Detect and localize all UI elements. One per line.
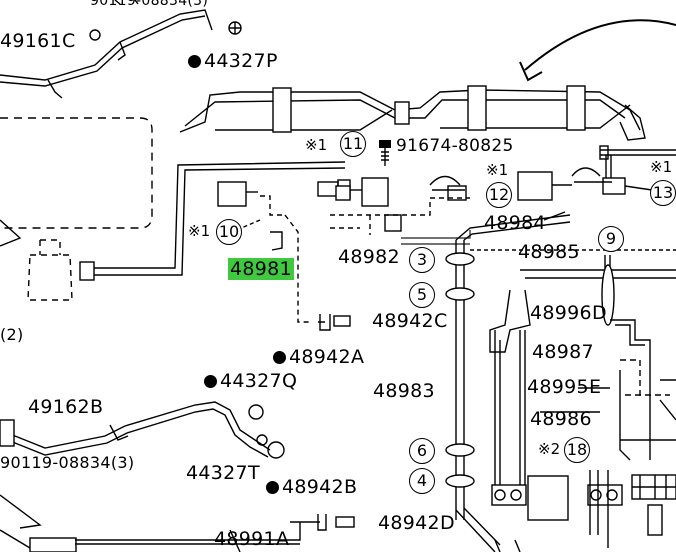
part-number-48987: 48987 (532, 341, 594, 363)
part-number-48996d: 48996D (530, 302, 607, 324)
ref-mark-2: ※1 (188, 222, 211, 240)
brake-hose-main (94, 161, 346, 276)
circled-number-10: 10 (216, 219, 242, 245)
part-number-44327q: 44327Q (204, 372, 297, 391)
fitting-symbol-3 (256, 434, 268, 446)
dot-icon (266, 481, 279, 494)
part-number-49162b: 49162B (28, 396, 104, 418)
bolt-icon (379, 140, 391, 166)
connector-12 (517, 171, 553, 201)
circled-number-3: 3 (409, 247, 435, 273)
part-number-49161c: 49161C (0, 30, 76, 52)
circled-number-9: 9 (598, 226, 624, 252)
ref-mark-1: ※1 (305, 136, 328, 154)
circled-number-4: 4 (409, 468, 435, 494)
circled-number-11: 11 (340, 131, 366, 157)
part-number-44327p: 44327P (188, 52, 278, 71)
big-arrow (519, 19, 676, 82)
ref-mark-5: ※2 (538, 440, 561, 458)
leader-48981 (284, 214, 312, 323)
highlight-48981: 48981 (228, 258, 294, 280)
ref-mark-3: ※1 (486, 161, 509, 179)
part-number-48981: 48981 (228, 258, 294, 280)
brake-line-lower-left (0, 401, 271, 458)
part-number-90119-08834: 90119-08834(3) (0, 453, 135, 472)
part-number-48942a: 48942A (273, 348, 364, 367)
part-number-44327t: 44327T (186, 462, 260, 484)
bracket-right (489, 289, 531, 353)
fitting-symbol-1 (248, 404, 264, 420)
circled-number-13: 13 (650, 180, 676, 206)
brake-line-48983 (455, 240, 465, 520)
quantity-note: (2) (0, 325, 24, 344)
dot-icon (188, 55, 201, 68)
part-number-48995e: 48995E (527, 376, 602, 398)
ref-mark-4: ※1 (650, 158, 673, 176)
part-number-48942c: 48942C (372, 310, 448, 332)
dot-icon (273, 351, 286, 364)
part-number-48942d: 48942D (378, 512, 455, 534)
abs-module (527, 475, 569, 521)
panel-outline (0, 117, 153, 229)
connector-10 (217, 181, 247, 207)
part-number-48942b: 48942B (266, 478, 357, 497)
circled-number-5: 5 (409, 282, 435, 308)
circled-number-6: 6 (409, 438, 435, 464)
circled-number-18: 18 (564, 437, 590, 463)
part-number-48982: 48982 (338, 246, 400, 268)
part-number-48983: 48983 (373, 380, 435, 402)
part-number-48985: 48985 (518, 241, 580, 263)
bolt-symbol-1 (89, 29, 101, 41)
part-number-48991a: 48991A (214, 528, 290, 550)
connector-48982 (361, 177, 389, 207)
part-number-91674-80825: 91674-80825 (396, 136, 514, 156)
part-number-top-fragment: 90119-08834(3) (90, 0, 209, 9)
part-number-48986: 48986 (530, 408, 592, 430)
dot-icon (204, 375, 217, 388)
circled-number-12: 12 (486, 182, 512, 208)
part-number-48984: 48984 (484, 212, 546, 234)
reservoir-outline (27, 254, 73, 301)
fitting-symbol-2 (267, 441, 285, 459)
